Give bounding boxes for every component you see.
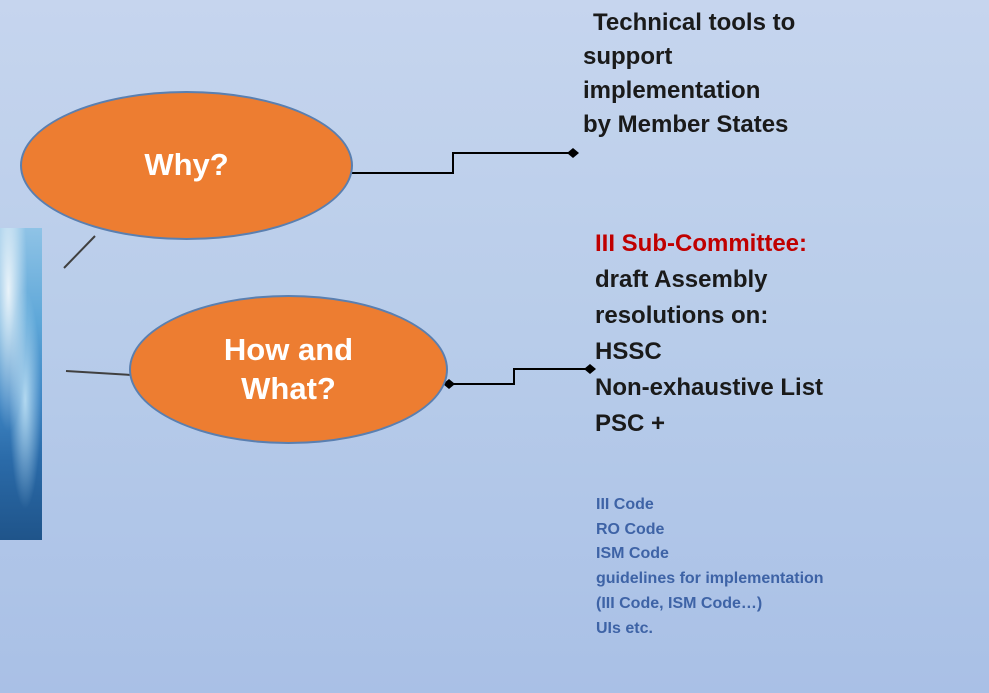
list-item: ISM Code: [596, 545, 669, 563]
list-item: UIs etc.: [596, 619, 653, 637]
list-item: III Code: [596, 496, 654, 513]
how-what-bubble: How and What?: [129, 295, 448, 444]
list-item: RO Code: [596, 520, 665, 538]
committee-line-1: draft Assembly: [595, 266, 768, 293]
committee-line-5: PSC +: [595, 410, 666, 437]
committee-line-3: HSSC: [595, 338, 662, 365]
committee-line-2: resolutions on:: [595, 302, 769, 329]
left-connector-upper: [63, 235, 96, 269]
committee-heading: III Sub-Committee:: [595, 230, 808, 257]
how-label-line1: How and: [223, 331, 354, 367]
left-connector-lower: [65, 370, 133, 376]
why-label: Why?: [144, 147, 229, 183]
committee-line-4: Non-exhaustive List: [595, 374, 824, 401]
ocean-photo: [0, 228, 42, 540]
how-what-label: How and What?: [224, 331, 353, 409]
tools-line-2: support: [583, 43, 673, 70]
technical-tools-text: Technical tools to support implementatio…: [583, 6, 795, 142]
how-connector: [449, 368, 590, 385]
code-list: III Code RO Code ISM Code guidelines for…: [596, 493, 824, 641]
list-item: guidelines for implementation: [596, 570, 824, 588]
committee-text: III Sub-Committee: draft Assembly resolu…: [595, 226, 823, 442]
tools-line-3: implementation: [583, 77, 761, 104]
why-bubble: Why?: [20, 91, 353, 240]
tools-line-1: Technical tools to: [593, 9, 796, 36]
why-connector: [338, 152, 573, 174]
why-connector-end-diamond: [567, 148, 579, 158]
tools-line-4: by Member States: [583, 111, 789, 138]
list-item: (III Code, ISM Code…): [596, 594, 763, 612]
how-connector-start-diamond: [443, 379, 455, 389]
how-label-line2: What?: [241, 370, 336, 406]
how-connector-end-diamond: [584, 364, 596, 374]
